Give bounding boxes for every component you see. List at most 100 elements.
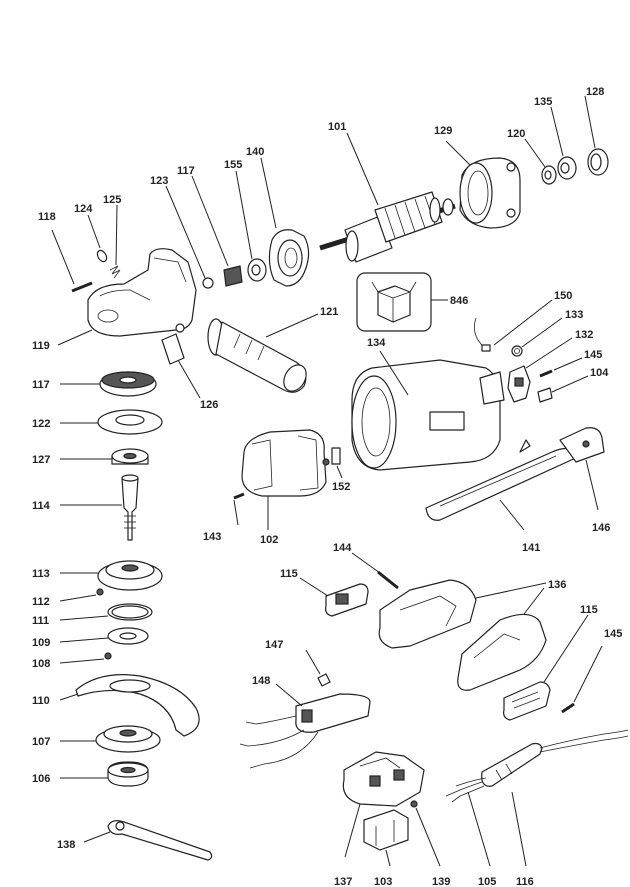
part-109-clamp-ring: [59, 627, 149, 645]
label-123: 123: [150, 175, 168, 187]
part-125-spring: [109, 204, 121, 279]
label-127: 127: [32, 454, 50, 466]
part-145-screw-upper: [539, 357, 583, 378]
part-116-cord-guard: [481, 729, 629, 867]
part-108-screw: [59, 652, 112, 664]
label-109: 109: [32, 637, 50, 649]
label-129: 129: [434, 125, 452, 137]
label-140: 140: [246, 146, 264, 158]
part-102-stator: [241, 429, 330, 530]
label-107: 107: [32, 736, 50, 748]
part-106-clamp-nut: [60, 761, 149, 787]
part-126-lock-pin: [161, 333, 201, 399]
part-138-spanner: [83, 820, 213, 861]
part-129-end-cap: [445, 140, 521, 229]
part-101-armature: [319, 132, 456, 263]
label-122: 122: [32, 418, 50, 430]
label-146: 146: [592, 522, 610, 534]
label-120: 120: [507, 128, 525, 140]
part-135-bearing: [550, 106, 577, 180]
part-103-switch-body: [363, 809, 409, 867]
part-117-pinion: [191, 175, 243, 287]
label-143: 143: [203, 531, 221, 543]
label-126: 126: [200, 399, 218, 411]
part-113-bearing-housing: [60, 560, 163, 591]
label-139: 139: [432, 876, 450, 887]
part-146-switch-actuator: [559, 427, 605, 511]
part-115-cover-left: [299, 577, 369, 617]
label-110: 110: [32, 695, 50, 707]
part-143-screw: [233, 492, 245, 526]
label-145-lower: 145: [604, 628, 622, 640]
label-148: 148: [252, 675, 270, 687]
part-107-inner-flange: [60, 725, 161, 753]
label-102: 102: [260, 534, 278, 546]
label-112: 112: [32, 596, 50, 608]
label-144: 144: [333, 542, 352, 554]
label-117-top: 117: [177, 165, 195, 177]
label-124: 124: [74, 203, 93, 215]
part-150-lead: [474, 299, 553, 352]
label-137: 137: [334, 876, 352, 887]
part-139-screw: [410, 800, 441, 867]
label-118: 118: [38, 211, 56, 223]
part-132-brush-holder: [507, 337, 573, 403]
part-140-baffle: [260, 157, 310, 287]
label-125: 125: [103, 194, 121, 206]
label-152: 152: [332, 481, 350, 493]
label-115-left: 115: [280, 568, 298, 580]
part-110-wheel-guard: [59, 674, 200, 737]
label-104: 104: [590, 367, 609, 379]
part-120-washer: [524, 138, 557, 185]
part-147-cable-clamp: [305, 649, 331, 687]
label-116: 116: [516, 876, 534, 887]
label-103: 103: [374, 876, 392, 887]
part-124-pin: [87, 214, 108, 263]
label-133: 133: [565, 309, 583, 321]
part-152-spacer: [331, 447, 343, 479]
part-119-gear-housing: [57, 248, 197, 346]
part-105-power-cord: [445, 777, 491, 867]
label-846: 846: [450, 295, 468, 307]
part-128-ring: [584, 95, 609, 176]
part-144-screw: [351, 552, 399, 590]
label-106: 106: [32, 773, 50, 785]
part-111-o-ring: [59, 603, 153, 621]
label-119: 119: [32, 340, 50, 352]
part-121-side-handle: [207, 313, 319, 393]
part-104-carbon-brush: [537, 375, 589, 403]
part-145-screw-lower: [561, 645, 603, 714]
label-115-right: 115: [580, 604, 598, 616]
part-112-screw: [59, 588, 104, 602]
part-118-screw: [51, 229, 93, 293]
label-136: 136: [548, 579, 566, 591]
label-101: 101: [328, 121, 346, 133]
label-113: 113: [32, 568, 50, 580]
label-141: 141: [522, 542, 540, 554]
label-147: 147: [265, 639, 283, 651]
label-135: 135: [534, 96, 552, 108]
label-111: 111: [32, 615, 49, 627]
label-121: 121: [320, 306, 338, 318]
label-155: 155: [224, 159, 242, 171]
part-846-box: [356, 272, 448, 332]
part-122-flange: [60, 409, 163, 435]
label-114: 114: [32, 500, 51, 512]
label-134: 134: [367, 337, 386, 349]
label-150: 150: [554, 290, 572, 302]
label-117-left: 117: [32, 379, 50, 391]
part-114-spindle: [60, 474, 139, 541]
part-155-bearing: [235, 170, 267, 282]
label-138: 138: [57, 839, 75, 851]
label-132: 132: [575, 329, 593, 341]
label-108: 108: [32, 658, 50, 670]
part-127-bearing: [60, 448, 149, 465]
part-136-housing-halves: [378, 579, 547, 691]
part-123-nut: [165, 185, 214, 289]
part-115-cover-right: [503, 614, 589, 721]
label-128: 128: [586, 86, 604, 98]
label-145-upper: 145: [584, 349, 602, 361]
part-117-bevel-gear: [60, 371, 157, 397]
label-105: 105: [478, 876, 496, 887]
